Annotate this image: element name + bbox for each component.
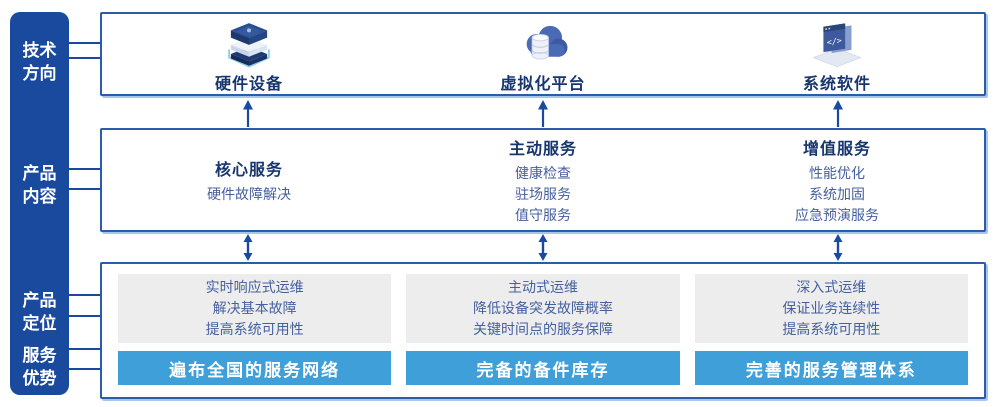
advantage-bar: 完善的服务管理体系 <box>694 351 968 385</box>
up-arrow-icon <box>691 99 986 127</box>
tech-label: 硬件设备 <box>214 76 283 93</box>
positioning-point: 提高系统可用性 <box>782 321 881 337</box>
tech-item-virtualization: 虚拟化平台 <box>396 19 690 94</box>
content-item: 性能优化 <box>809 164 865 181</box>
positioning-panel: 主动式运维 降低设备突发故障概率 关键时间点的服务保障 <box>406 274 680 343</box>
positioning-panel: 深入式运维 保证业务连续性 提高系统可用性 <box>694 274 968 343</box>
tech-item-system-software: </> 系统软件 <box>690 19 984 94</box>
content-col-core-service: 核心服务 硬件故障解决 <box>102 130 396 230</box>
sidebar-label-product-positioning: 产品 定位 <box>22 291 57 333</box>
content-item: 驻场服务 <box>515 185 571 202</box>
connector-line <box>66 188 102 190</box>
sidebar: 技术 方向 产品 内容 产品 定位 服务 优势 <box>10 12 69 395</box>
content-item: 值守服务 <box>515 206 571 223</box>
content-col-value-added-service: 增值服务 性能优化 系统加固 应急预演服务 <box>690 130 984 230</box>
connector-line <box>66 57 102 59</box>
sidebar-label-service-advantage: 服务 优势 <box>22 346 57 388</box>
tech-label: 虚拟化平台 <box>500 76 586 93</box>
code-window-icon: </> <box>808 19 866 69</box>
tech-direction-box: 硬件设备 虚拟化平台 <box>100 12 986 96</box>
advantage-bar: 遍布全国的服务网络 <box>118 351 392 385</box>
up-arrow-icon <box>100 99 395 127</box>
tech-item-hardware: 硬件设备 <box>102 19 396 94</box>
double-arrow-icon <box>395 233 690 261</box>
positioning-panel: 实时响应式运维 解决基本故障 提高系统可用性 <box>118 274 392 343</box>
arrow-row-bottom <box>100 233 986 261</box>
positioning-point: 提高系统可用性 <box>205 321 304 337</box>
advantage-bar: 完备的备件库存 <box>406 351 680 385</box>
server-stack-icon <box>220 19 278 69</box>
double-arrow-icon <box>691 233 986 261</box>
content-item: 系统加固 <box>809 185 865 202</box>
content-heading: 增值服务 <box>802 140 871 158</box>
product-content-box: 核心服务 硬件故障解决 主动服务 健康检查 驻场服务 值守服务 增值服务 性能优… <box>100 128 986 232</box>
positioning-point: 实时响应式运维 <box>205 279 304 295</box>
content-item: 健康检查 <box>515 164 571 181</box>
positioning-box: 实时响应式运维 解决基本故障 提高系统可用性 遍布全国的服务网络 主动式运维 降… <box>100 262 986 399</box>
content-heading: 主动服务 <box>508 140 577 158</box>
positioning-point: 保证业务连续性 <box>782 300 881 316</box>
sidebar-label-product-content: 产品 内容 <box>22 164 57 206</box>
positioning-point: 主动式运维 <box>507 279 578 295</box>
positioning-point: 深入式运维 <box>796 279 867 295</box>
sidebar-label-tech-direction: 技术 方向 <box>22 41 57 83</box>
positioning-point: 降低设备突发故障概率 <box>472 300 613 316</box>
positioning-col-2: 主动式运维 降低设备突发故障概率 关键时间点的服务保障 完备的备件库存 <box>406 274 680 385</box>
connector-line <box>66 348 102 350</box>
arrow-row-top <box>100 99 986 127</box>
tech-label: 系统软件 <box>802 76 871 93</box>
connector-line <box>66 168 102 170</box>
content-item: 硬件故障解决 <box>207 185 291 202</box>
connector-line <box>66 42 102 44</box>
positioning-point: 关键时间点的服务保障 <box>472 321 613 337</box>
content-heading: 核心服务 <box>214 161 283 179</box>
double-arrow-icon <box>100 233 395 261</box>
connector-line <box>66 315 102 317</box>
up-arrow-icon <box>395 99 690 127</box>
positioning-col-1: 实时响应式运维 解决基本故障 提高系统可用性 遍布全国的服务网络 <box>118 274 392 385</box>
positioning-col-3: 深入式运维 保证业务连续性 提高系统可用性 完善的服务管理体系 <box>694 274 968 385</box>
cloud-database-icon <box>514 19 572 69</box>
svg-text:</>: </> <box>827 35 842 47</box>
content-col-active-service: 主动服务 健康检查 驻场服务 值守服务 <box>396 130 690 230</box>
positioning-point: 解决基本故障 <box>212 300 297 316</box>
content-item: 应急预演服务 <box>795 206 879 223</box>
connector-line <box>66 294 102 296</box>
connector-line <box>66 368 102 370</box>
